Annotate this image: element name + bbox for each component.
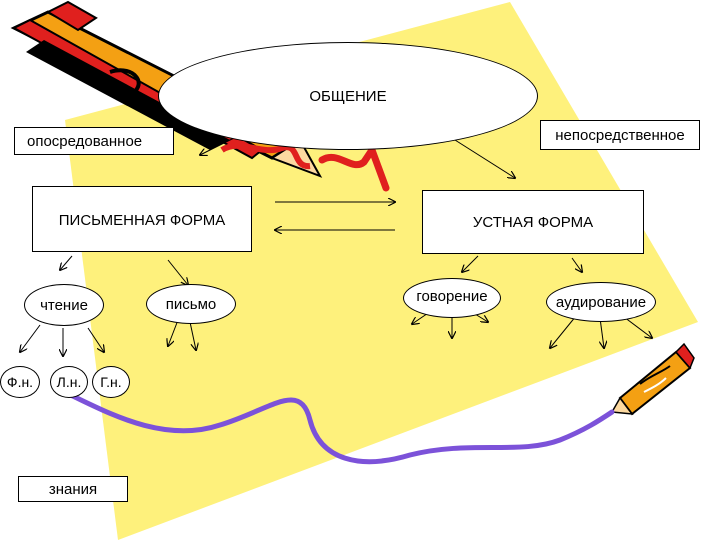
written-form-node: ПИСЬМЕННАЯ ФОРМА <box>32 186 252 252</box>
knowledge-label: знания <box>48 480 98 498</box>
mediated-node: опосредованное <box>14 127 174 155</box>
skill-l-label: Л.н. <box>56 374 82 390</box>
listening-node: аудирование <box>546 282 656 322</box>
written-form-label: ПИСЬМЕННАЯ ФОРМА <box>58 212 226 229</box>
skill-f-label: Ф.н. <box>6 374 34 390</box>
arrows <box>20 129 652 356</box>
oral-form-node: УСТНАЯ ФОРМА <box>422 190 644 254</box>
skill-l-node: Л.н. <box>50 366 88 398</box>
skill-g-label: Г.н. <box>100 374 122 390</box>
oral-form-label: УСТНАЯ ФОРМА <box>472 213 594 231</box>
skill-f-node: Ф.н. <box>0 366 40 398</box>
speaking-node: говорение <box>403 278 501 318</box>
pencil-clipart-bottom-right <box>610 342 695 416</box>
direct-node: непосредственное <box>540 120 700 150</box>
direct-label: непосредственное <box>555 126 685 144</box>
reading-node: чтение <box>24 284 104 326</box>
knowledge-node: знания <box>18 476 128 502</box>
mediated-label: опосредованное <box>27 132 143 150</box>
listening-label: аудирование <box>555 293 647 311</box>
root-node: ОБЩЕНИЕ <box>158 42 538 150</box>
writing-node: письмо <box>146 284 236 324</box>
connector-curve <box>61 389 615 464</box>
root-label: ОБЩЕНИЕ <box>309 87 387 105</box>
reading-label: чтение <box>40 296 88 314</box>
speaking-label: говорение <box>416 288 488 305</box>
writing-label: письмо <box>165 295 217 313</box>
skill-g-node: Г.н. <box>92 366 130 398</box>
